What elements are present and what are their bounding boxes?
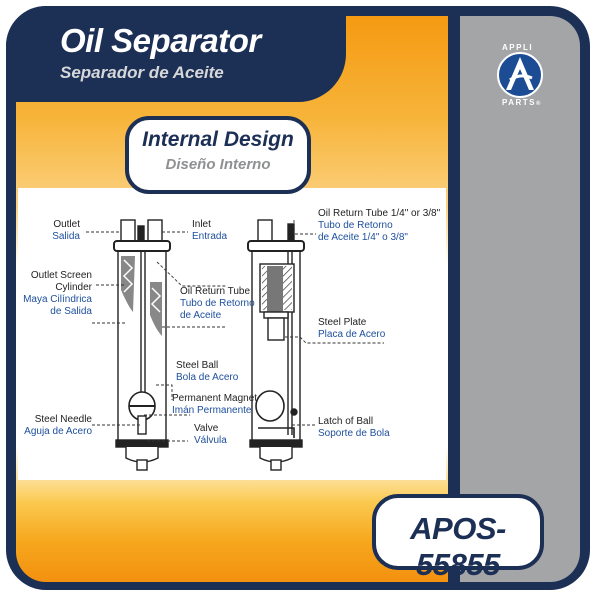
internal-design-badge: Internal Design Diseño Interno xyxy=(125,116,311,194)
part-number-badge: APOS-55855 xyxy=(372,494,544,582)
design-title: Internal Design xyxy=(142,128,294,151)
grey-side-panel xyxy=(460,16,580,582)
design-subtitle: Diseño Interno xyxy=(165,156,271,173)
left-separator-cross-section xyxy=(113,219,171,471)
logo-text-top: APPLI xyxy=(502,43,534,52)
page-subtitle: Separador de Aceite xyxy=(60,63,224,82)
logo-text-bottom: PARTS® xyxy=(502,98,542,107)
title-banner xyxy=(6,6,346,102)
part-number: APOS-55855 xyxy=(410,511,506,582)
appliparts-logo-icon xyxy=(497,52,543,98)
label-oil-return-tube: Oil Return Tube Tubo de Retorno de Aceit… xyxy=(180,286,255,321)
right-separator-cross-section xyxy=(247,219,305,471)
leader-lines xyxy=(86,220,384,442)
label-outlet-screen: Outlet Screen Cylinder Maya Cilíndrica d… xyxy=(23,270,92,317)
label-oil-return-tube-size: Oil Return Tube 1/4" or 3/8" Tubo de Ret… xyxy=(318,208,441,243)
diagram-panel xyxy=(18,188,446,480)
page-title: Oil Separator xyxy=(60,22,261,59)
